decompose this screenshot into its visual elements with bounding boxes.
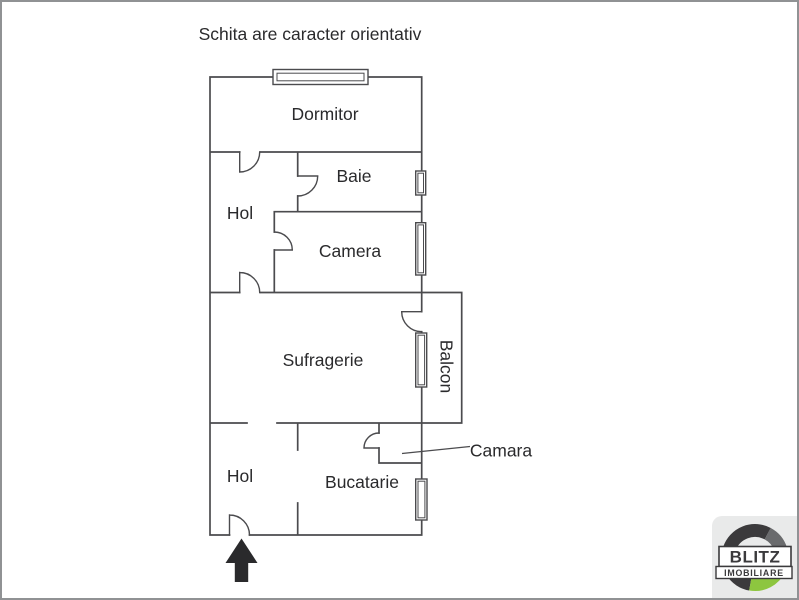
window-sufragerie-balcon xyxy=(415,332,428,388)
blitz-logo-icon: BLITZ IMOBILIARE xyxy=(715,524,793,591)
door-arcs xyxy=(228,151,423,536)
walls xyxy=(209,76,463,536)
room-label-baie: Baie xyxy=(336,166,371,186)
room-label-dormitor: Dormitor xyxy=(291,104,358,124)
room-label-hol-lower: Hol xyxy=(227,466,253,486)
logo-brand-text: BLITZ xyxy=(730,548,781,567)
camara-callout-line xyxy=(401,445,471,455)
room-label-camera: Camera xyxy=(319,241,382,261)
entrance-arrow-icon xyxy=(225,538,258,582)
room-label-balcon: Balcon xyxy=(437,340,457,394)
plan-disclaimer: Schita are caracter orientativ xyxy=(199,24,422,44)
window-baie xyxy=(415,170,427,196)
window-inner xyxy=(276,72,365,82)
room-label-camara: Camara xyxy=(470,441,533,461)
window-inner xyxy=(417,334,426,386)
window-inner xyxy=(417,172,424,194)
window-inner xyxy=(417,224,424,274)
labels: Schita are caracter orientativ Dormitor … xyxy=(199,24,533,492)
window-camera xyxy=(415,221,427,276)
logo-subbrand-box xyxy=(715,565,793,580)
logo-subbrand-text: IMOBILIARE xyxy=(724,568,784,578)
window-inner xyxy=(417,480,426,519)
room-label-sufragerie: Sufragerie xyxy=(283,350,364,370)
windows xyxy=(272,68,428,521)
room-label-bucatarie: Bucatarie xyxy=(325,472,399,492)
room-label-hol-upper: Hol xyxy=(227,203,253,223)
window-dormitor xyxy=(272,68,369,86)
agency-logo: BLITZ IMOBILIARE xyxy=(712,516,799,600)
window-bucatarie xyxy=(415,478,428,521)
